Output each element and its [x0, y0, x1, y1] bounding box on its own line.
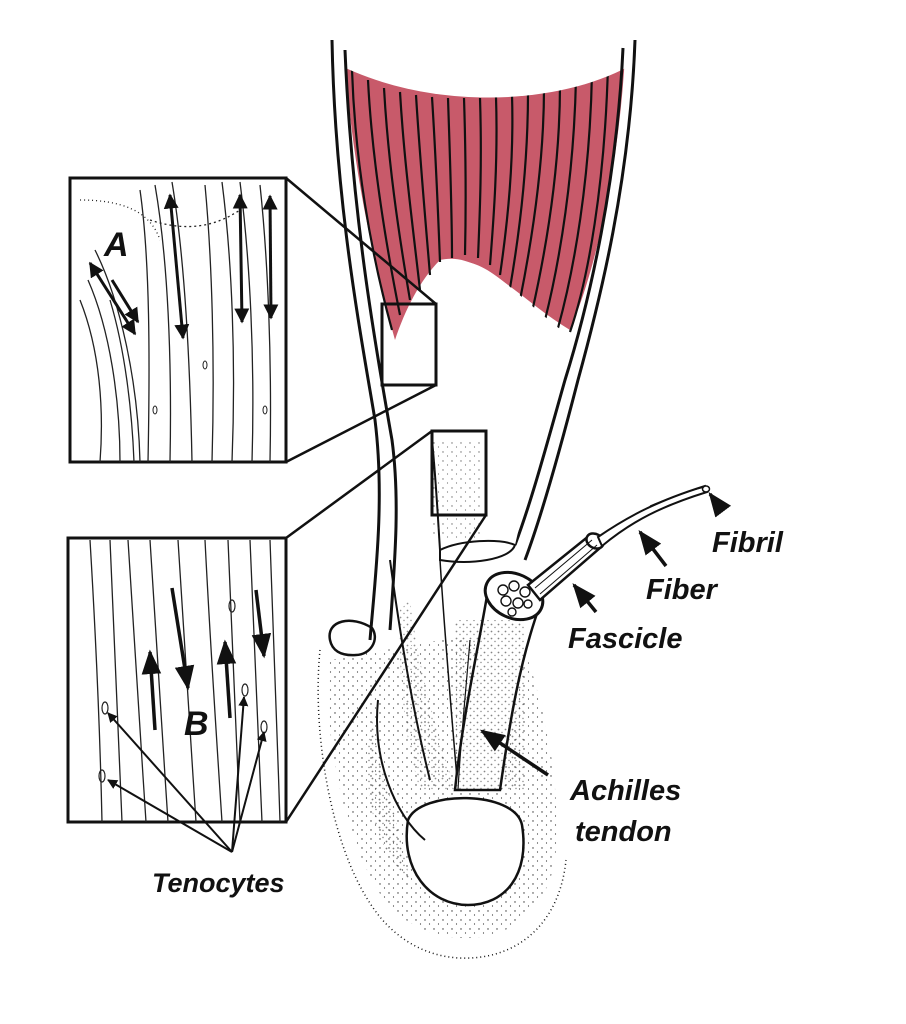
leg-outline [330, 39, 637, 641]
zoom-connector-lines [284, 177, 488, 823]
muscle-fill [345, 55, 625, 340]
tendon-cross-section [453, 484, 711, 792]
inset-a: A [68, 176, 288, 464]
inset-a-letter: A [103, 226, 129, 264]
tenocytes-pointers [107, 696, 267, 853]
label-achilles: Achilles [569, 775, 681, 807]
zoom-box-a [380, 302, 438, 387]
label-fibril: Fibril [712, 527, 784, 559]
label-fascicle: Fascicle [568, 623, 682, 655]
inset-b-letter: B [184, 705, 209, 743]
zoom-box-b [430, 429, 488, 517]
label-fiber: Fiber [646, 574, 719, 606]
label-tendon: tendon [575, 816, 672, 848]
inset-b: B [66, 536, 288, 824]
label-tenocytes: Tenocytes [152, 868, 285, 898]
label-arrows [479, 492, 732, 777]
muscle-belly [330, 30, 640, 340]
